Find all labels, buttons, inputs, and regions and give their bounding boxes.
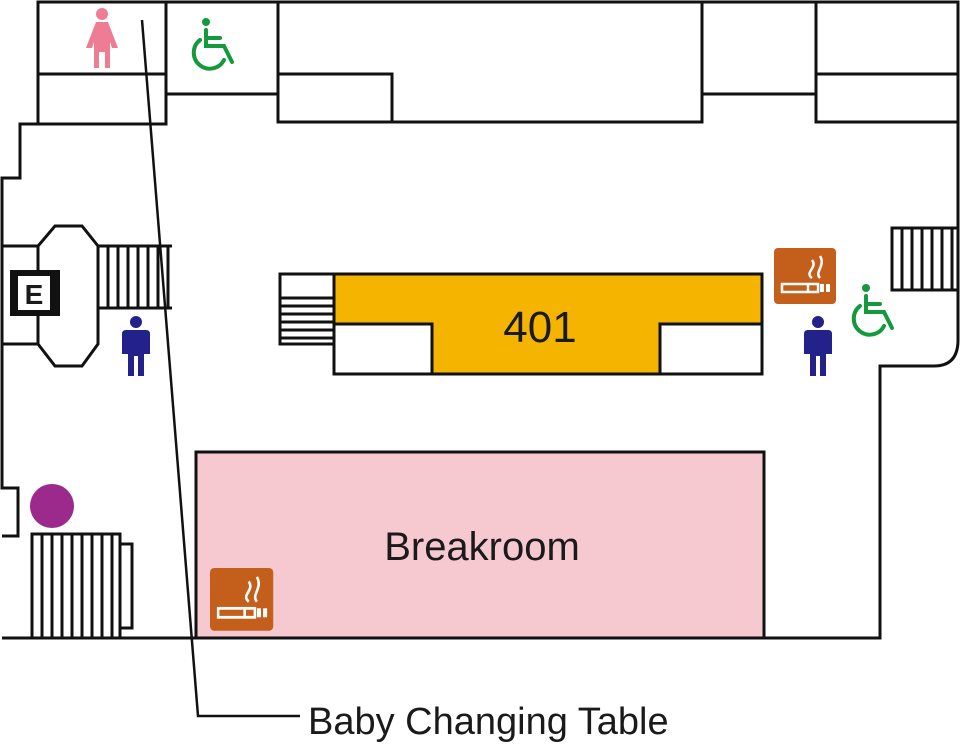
- top-rooms: [36, 0, 960, 126]
- building-outline: [0, 0, 960, 640]
- room-401-label: 401: [503, 303, 576, 352]
- smoking-area-icon: [772, 246, 838, 306]
- elevator-icon: E: [10, 270, 60, 316]
- callout-leader-line: [140, 19, 300, 718]
- elevator-label: E: [25, 279, 44, 310]
- accessible-icon: [191, 16, 234, 71]
- baby-changing-marker[interactable]: [30, 484, 74, 528]
- breakroom[interactable]: Breakroom: [194, 450, 766, 640]
- stairs-upper-left: [98, 244, 172, 310]
- stairs-center: [278, 272, 336, 346]
- smoking-area-icon: [208, 566, 275, 633]
- stairs-right: [890, 226, 960, 292]
- breakroom-label: Breakroom: [384, 525, 580, 569]
- room-401[interactable]: 401: [332, 272, 764, 376]
- callout-label: Baby Changing Table: [308, 701, 669, 743]
- women-restroom-icon: [86, 8, 118, 68]
- men-restroom-icon: [804, 316, 832, 376]
- accessible-icon: [851, 282, 894, 337]
- stairs-lower-left: [30, 532, 134, 640]
- men-restroom-icon: [122, 316, 150, 376]
